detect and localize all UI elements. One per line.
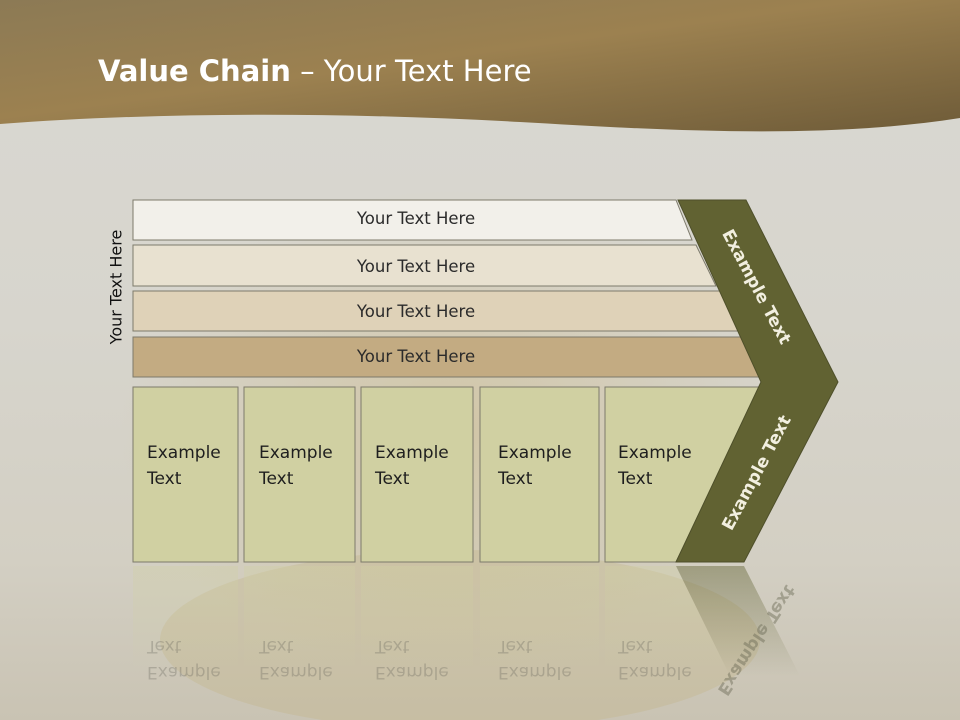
cell-4-line1: Example: [498, 443, 572, 463]
cell-3-reflection-text: Example Text: [375, 633, 449, 685]
refl-line1: Example: [375, 662, 449, 682]
slide-title-rest: – Your Text Here: [290, 54, 532, 88]
cell-2-line2: Text: [259, 469, 294, 489]
refl-line1: Example: [147, 662, 221, 682]
cell-2: [243, 386, 356, 563]
cell-4-reflection-text: Example Text: [498, 633, 572, 685]
chevron-arrow: [675, 199, 839, 563]
slide-title-bold: Value Chain: [98, 54, 291, 88]
cell-5-line1: Example: [618, 443, 692, 463]
header-banner: [0, 0, 960, 132]
band-2-label: Your Text Here: [356, 257, 476, 276]
cell-3: [360, 386, 474, 563]
cell-5-line2: Text: [618, 469, 653, 489]
band-2: [132, 244, 717, 287]
band-1: [132, 199, 693, 241]
side-label: Your Text Here: [106, 229, 126, 345]
cell-3-line2: Text: [375, 469, 410, 489]
band-4-label: Your Text Here: [356, 347, 476, 366]
refl-line2: Text: [147, 636, 182, 656]
refl-line2: Text: [375, 636, 410, 656]
cell-1-line1: Example: [147, 443, 221, 463]
slide-title: Value Chain – Your Text Here: [98, 54, 532, 88]
refl-line2: Text: [259, 636, 294, 656]
cell-1-line2: Text: [147, 469, 182, 489]
cell-2-reflection-text: Example Text: [259, 633, 333, 685]
band-1-label: Your Text Here: [356, 209, 476, 228]
refl-line1: Example: [618, 662, 692, 682]
cell-2-line1: Example: [259, 443, 333, 463]
cell-5-reflection-text: Example Text: [618, 633, 692, 685]
refl-line1: Example: [498, 662, 572, 682]
refl-line2: Text: [498, 636, 533, 656]
refl-line2: Text: [618, 636, 653, 656]
cell-1: [132, 386, 239, 563]
band-3-label: Your Text Here: [356, 302, 476, 321]
refl-line1: Example: [259, 662, 333, 682]
cell-reflection: [480, 566, 599, 676]
cell-reflection: [244, 566, 355, 676]
cell-reflection: [605, 566, 730, 676]
cell-4: [479, 386, 600, 563]
cell-4-line2: Text: [498, 469, 533, 489]
cell-reflection: [361, 566, 473, 676]
cell-1-reflection-text: Example Text: [147, 633, 221, 685]
chevron-reflection: [676, 566, 800, 676]
cell-3-line1: Example: [375, 443, 449, 463]
cell-reflection: [133, 566, 238, 676]
